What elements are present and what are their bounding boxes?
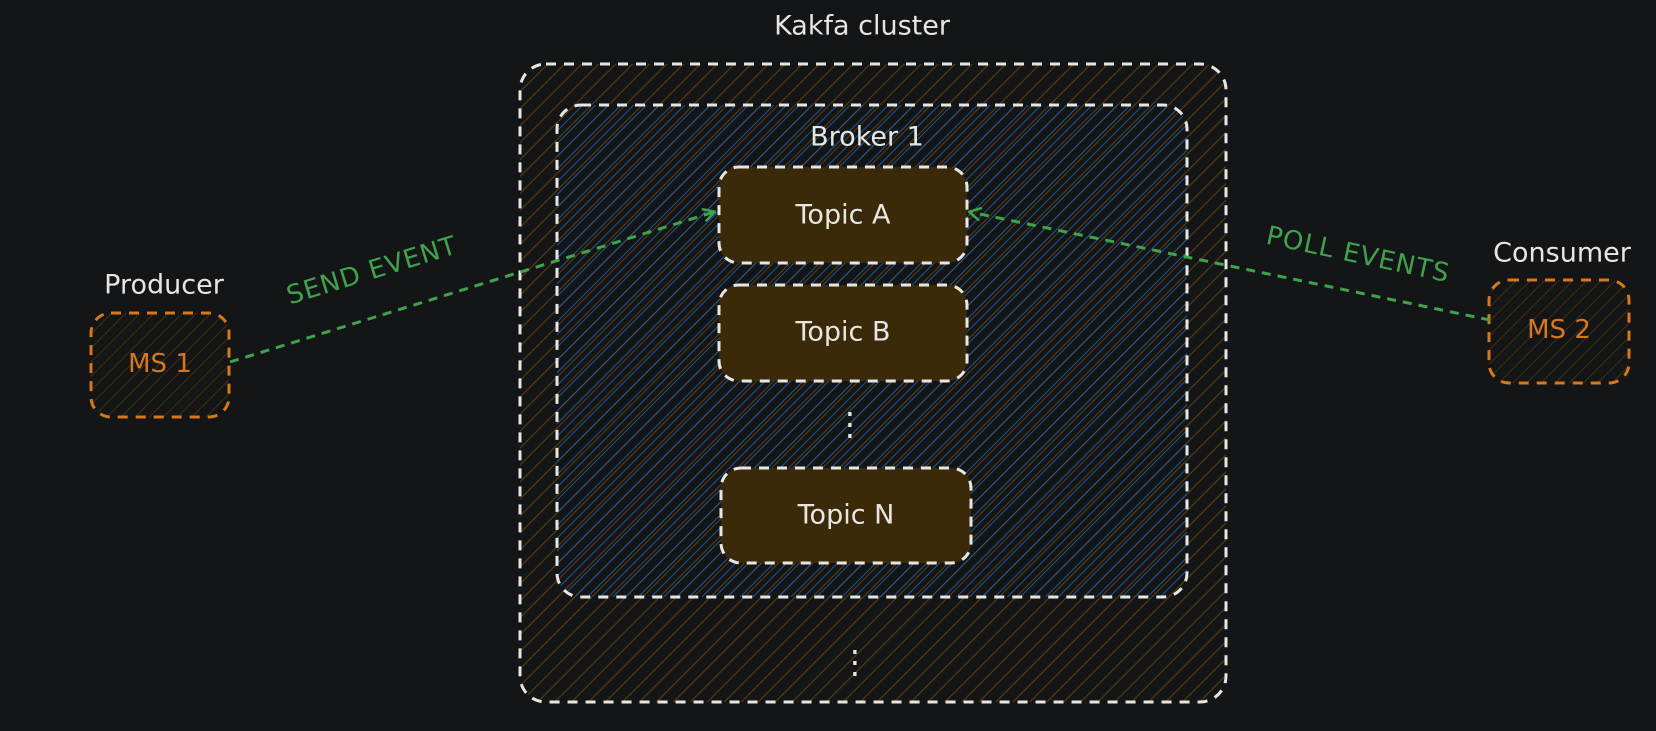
topic-b-label: Topic B — [795, 316, 891, 348]
producer-service-label: MS 1 — [128, 349, 192, 379]
poll-events-arrow — [970, 212, 1491, 322]
topic-n-label: Topic N — [797, 499, 895, 531]
topic-a-box — [717, 165, 969, 265]
consumer-service-box — [1487, 278, 1631, 385]
broker-title: Broker 1 — [810, 121, 924, 153]
producer-service-box — [89, 311, 231, 419]
send-event-arrow — [229, 212, 714, 364]
broker-more-topics-indicator: ⋮ — [834, 405, 866, 443]
cluster-title: Kakfa cluster — [774, 10, 950, 42]
producer-role-label: Producer — [104, 269, 224, 301]
topic-n-box — [719, 466, 973, 565]
consumer-service-label: MS 2 — [1527, 315, 1591, 345]
consumer-role-label: Consumer — [1493, 237, 1631, 269]
cluster-more-brokers-indicator: ⋮ — [839, 643, 871, 681]
topic-a-label: Topic A — [795, 199, 891, 231]
topic-b-box — [717, 283, 969, 383]
